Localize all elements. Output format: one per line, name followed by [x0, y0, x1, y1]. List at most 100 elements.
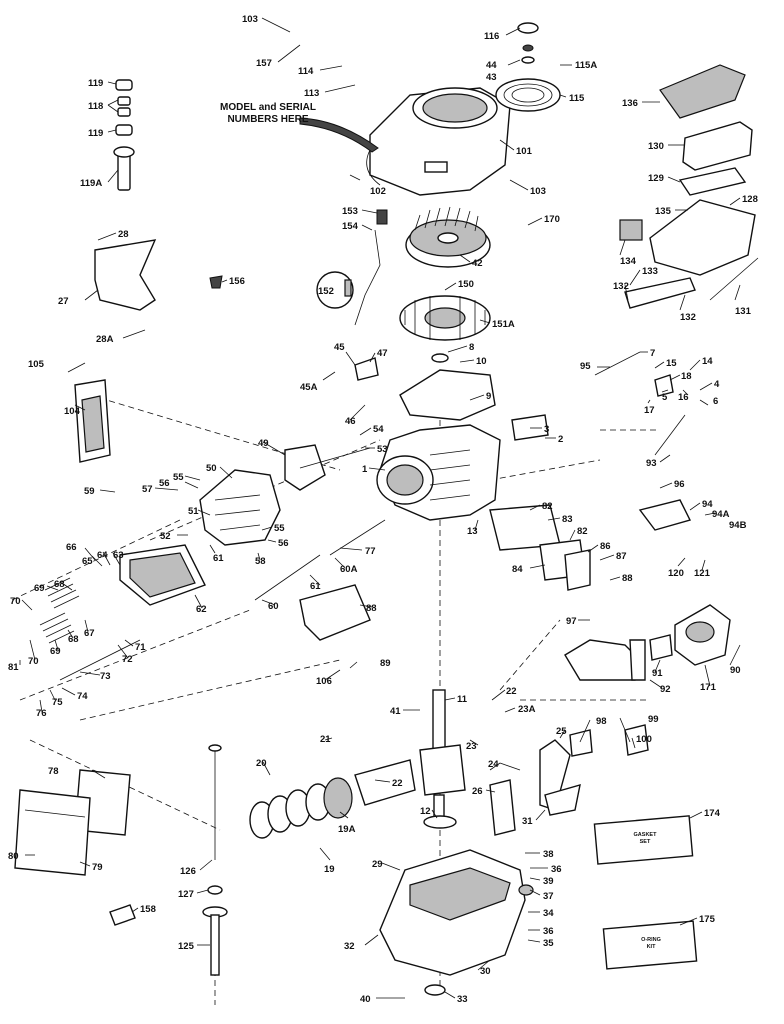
label-115: 115 [569, 93, 585, 104]
label-36-top: 36 [551, 864, 562, 875]
flywheel [405, 206, 491, 268]
assembly-lines [11, 370, 660, 1005]
label-60A: 60A [340, 564, 358, 575]
label-9: 9 [486, 391, 491, 402]
label-66: 66 [66, 542, 77, 553]
label-94B: 94B [729, 520, 747, 531]
label-71: 71 [135, 642, 146, 653]
label-97: 97 [566, 616, 577, 627]
cam-gear [489, 739, 581, 896]
label-53: 53 [377, 444, 388, 455]
label-55-bottom: 55 [274, 523, 285, 534]
label-121: 121 [694, 568, 711, 579]
label-94: 94 [702, 499, 713, 510]
label-156: 156 [229, 276, 245, 287]
note-line-1: MODEL and SERIAL [220, 102, 316, 113]
label-92: 92 [660, 684, 671, 695]
label-154: 154 [342, 221, 359, 232]
label-150: 150 [458, 279, 474, 290]
label-74: 74 [77, 691, 88, 702]
label-88-left: 88 [366, 603, 377, 614]
label-126: 126 [180, 866, 196, 877]
label-127: 127 [178, 889, 194, 900]
label-44: 44 [486, 60, 497, 71]
label-96: 96 [674, 479, 685, 490]
stud-54 [299, 447, 371, 469]
connecting-rod [354, 759, 416, 806]
label-115a: 115A [575, 60, 597, 71]
label-8: 8 [469, 342, 474, 353]
label-19A: 19A [338, 824, 356, 835]
label-32: 32 [344, 941, 355, 952]
label-68-bottom: 68 [68, 634, 79, 645]
label-132-left: 132 [613, 281, 629, 292]
label-90: 90 [730, 665, 741, 676]
leader-lines [19, 17, 741, 999]
label-88-right: 88 [622, 573, 633, 584]
label-151A: 151A [492, 319, 515, 330]
label-42: 42 [472, 258, 483, 269]
label-39: 39 [543, 876, 554, 887]
label-114: 114 [298, 66, 314, 77]
label-11: 11 [457, 694, 468, 705]
gasket-set-box [593, 815, 694, 865]
label-171: 171 [700, 682, 717, 693]
label-7: 7 [650, 348, 655, 359]
label-72: 72 [122, 654, 133, 665]
label-135: 135 [655, 206, 672, 217]
ground-clip [209, 275, 223, 289]
label-129: 129 [648, 173, 664, 184]
label-56-bottom: 56 [278, 538, 289, 549]
label-105: 105 [28, 359, 45, 370]
label-79: 79 [92, 862, 103, 873]
label-22-bottom: 22 [392, 778, 403, 789]
link-93 [654, 414, 686, 456]
label-31: 31 [522, 816, 533, 827]
part-99 [624, 724, 649, 756]
label-23: 23 [466, 741, 477, 752]
label-69-bottom: 69 [50, 646, 61, 657]
gasket-49 [284, 444, 326, 491]
label-94A: 94A [712, 509, 730, 520]
model-serial-arrow [299, 117, 379, 153]
label-51: 51 [188, 506, 199, 517]
label-80: 80 [8, 851, 19, 862]
label-119-mid: 119 [88, 128, 103, 139]
piston-rings [249, 777, 353, 839]
valve-springs [39, 577, 141, 681]
label-27: 27 [58, 296, 69, 307]
rewind-starter [495, 22, 561, 112]
label-33: 33 [457, 994, 468, 1005]
label-175: 175 [699, 914, 716, 925]
label-152: 152 [318, 286, 334, 297]
plate-86 [564, 549, 591, 591]
label-15: 15 [666, 358, 677, 369]
label-34: 34 [543, 908, 554, 919]
label-99: 99 [648, 714, 659, 725]
part-98 [569, 729, 593, 757]
rod-77 [329, 519, 386, 556]
label-56-top: 56 [159, 478, 170, 489]
label-52: 52 [160, 531, 171, 542]
label-78: 78 [48, 766, 59, 777]
label-1: 1 [362, 464, 368, 475]
label-133: 133 [642, 266, 658, 277]
label-30: 30 [480, 966, 491, 977]
label-65: 65 [82, 556, 93, 567]
label-69-top: 69 [34, 583, 45, 594]
blower-housing [366, 87, 511, 196]
label-16: 16 [678, 392, 689, 403]
label-5: 5 [662, 392, 668, 403]
label-36-bottom: 36 [543, 926, 554, 937]
label-158: 158 [140, 904, 156, 915]
label-86: 86 [600, 541, 611, 552]
label-40: 40 [360, 994, 371, 1005]
label-2: 2 [558, 434, 563, 445]
label-10: 10 [476, 356, 487, 367]
label-59: 59 [84, 486, 95, 497]
air-cleaner-assembly [619, 64, 759, 309]
shield-88 [299, 584, 371, 641]
ignition-callout-circle [316, 271, 354, 309]
label-57: 57 [142, 484, 153, 495]
label-130: 130 [648, 141, 664, 152]
